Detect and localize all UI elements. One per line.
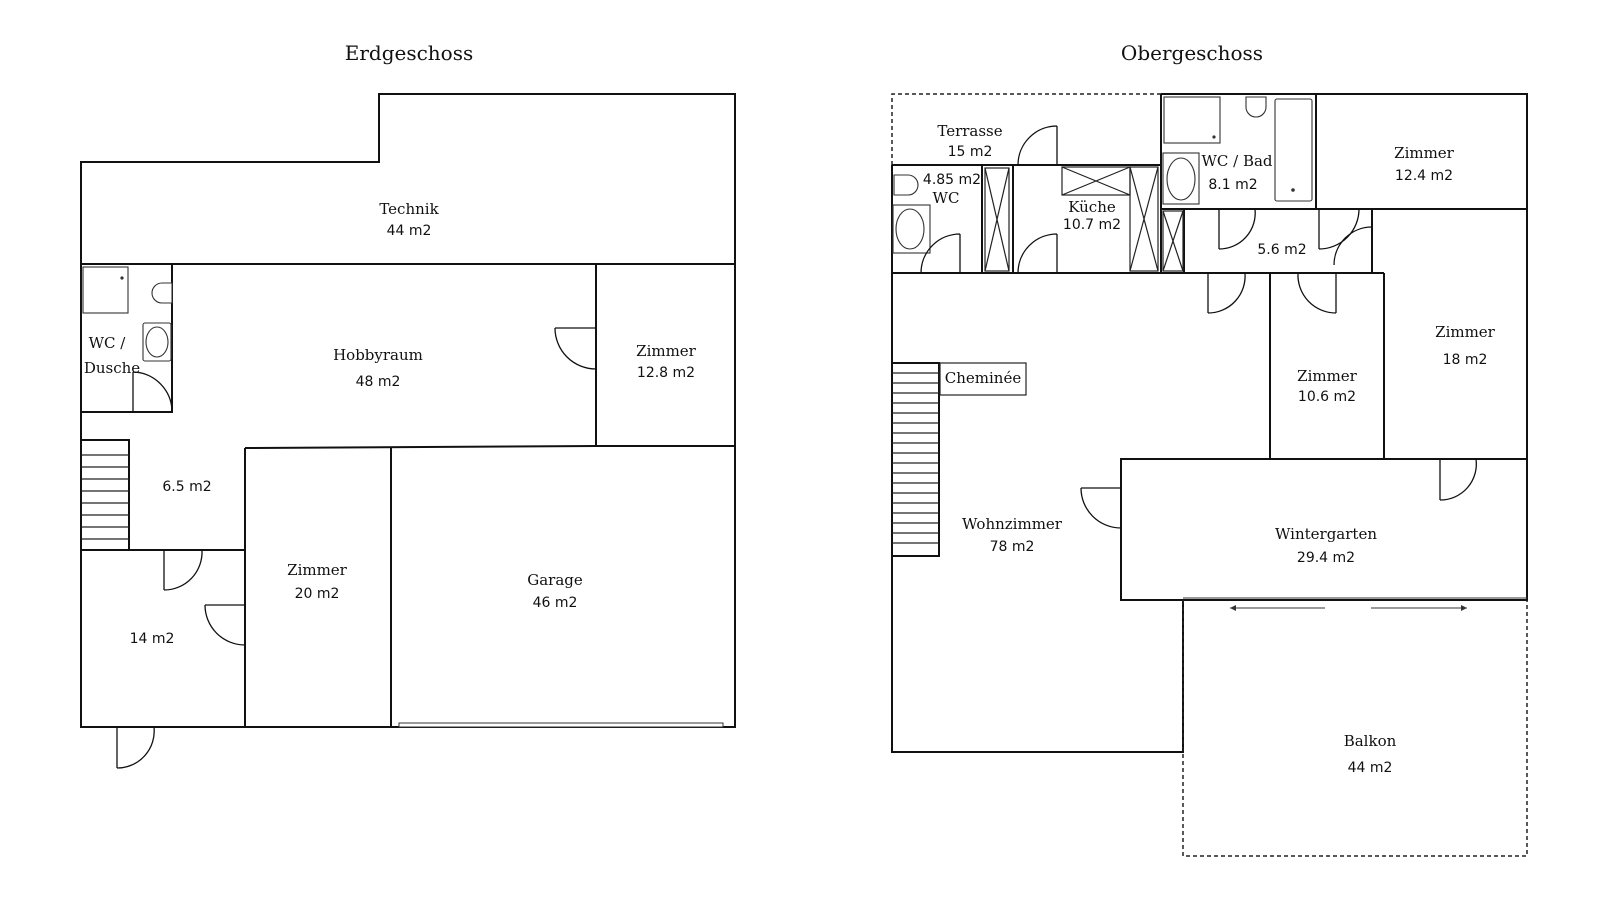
upper-floor-title: Obergeschoss [1121, 41, 1263, 65]
room-area-kueche: 10.7 m2 [1063, 217, 1121, 233]
door-raum-14-top [163, 549, 203, 591]
shower-drain-upper [1212, 135, 1216, 139]
shower-tray [82, 266, 129, 314]
room-name-wc-dusche-2: Dusche [84, 359, 140, 377]
room-name-zimmer-12-4: Zimmer [1394, 144, 1455, 162]
room-name-zimmer-12-8: Zimmer [636, 342, 697, 360]
toilet-icon-upper [1245, 96, 1267, 118]
upper-stairs-steps [892, 372, 939, 544]
stairs-outline [81, 439, 130, 550]
door-wc-bad [1218, 208, 1256, 250]
room-name-wc: WC [933, 189, 960, 207]
room-area-zimmer-18: 18 m2 [1443, 352, 1488, 368]
room-name-wc-bad: WC / Bad [1201, 152, 1272, 170]
cupboards [984, 166, 1184, 272]
terrasse-outline [891, 93, 1162, 165]
room-name-terrasse: Terrasse [937, 122, 1002, 140]
room-name-cheminee: Cheminée [945, 369, 1022, 387]
ground-floor-title: Erdgeschoss [345, 41, 474, 65]
sink-upper-basin [1166, 157, 1196, 201]
shower-drain [120, 276, 124, 280]
room-name-zimmer-20: Zimmer [287, 561, 348, 579]
room-area-wohnzimmer: 78 m2 [990, 539, 1035, 555]
ground-outer-wall [80, 93, 736, 728]
room-area-zimmer-12-8: 12.8 m2 [637, 365, 695, 381]
room-area-technik: 44 m2 [387, 223, 432, 239]
door-kueche [1017, 233, 1058, 274]
room-area-balkon: 44 m2 [1348, 760, 1393, 776]
door-zimmer-12-4 [1318, 208, 1360, 250]
room-area-wc: 4.85 m2 [923, 172, 981, 188]
toilet-icon [151, 282, 173, 304]
stairs [81, 454, 129, 540]
door-terrasse [1017, 125, 1058, 166]
room-area-terrasse: 15 m2 [948, 144, 993, 160]
sliding-door-balkon [1183, 597, 1527, 611]
toilet-icon-wc [893, 174, 919, 196]
door-wohnzimmer [1207, 272, 1246, 314]
room-area-hobbyraum: 48 m2 [356, 374, 401, 390]
room-name-zimmer-18: Zimmer [1435, 323, 1496, 341]
room-name-kueche: Küche [1068, 198, 1116, 216]
door-zimmer-10-6 [1297, 272, 1337, 314]
sink-wc-basin [895, 208, 925, 250]
bathtub-icon [1274, 98, 1313, 202]
cheminee-box [939, 362, 1027, 396]
room-area-wintergarten: 29.4 m2 [1297, 550, 1355, 566]
door-entrance [116, 726, 155, 769]
room-area-corridor: 5.6 m2 [1257, 242, 1306, 258]
room-area-garage: 46 m2 [533, 595, 578, 611]
room-area-zimmer-12-4: 12.4 m2 [1395, 168, 1453, 184]
upper-outer-wall-right [1161, 93, 1528, 600]
balkon-outline [1182, 600, 1528, 857]
room-area-zimmer-20: 20 m2 [295, 586, 340, 602]
room-name-hobbyraum: Hobbyraum [333, 346, 423, 364]
middle-wall [244, 445, 735, 449]
bathtub-drain [1291, 188, 1295, 192]
room-name-technik: Technik [379, 200, 439, 218]
door-zimmer-12-8 [554, 327, 597, 370]
upper-stairs [891, 362, 940, 557]
room-name-wintergarten: Wintergarten [1275, 525, 1377, 543]
upper-floor-plan: Terrasse 15 m2 4.85 m2 WC Küche 10.7 m2 … [891, 93, 1528, 857]
room-area-wc-bad: 8.1 m2 [1208, 177, 1257, 193]
room-area-flur: 6.5 m2 [162, 479, 211, 495]
sink-basin-icon [145, 326, 169, 358]
door-wintergarten-right [1439, 458, 1477, 501]
room-area-zimmer-10-6: 10.6 m2 [1298, 389, 1356, 405]
garage-door [398, 722, 724, 728]
room-name-wc-dusche-1: WC / [89, 334, 127, 352]
door-corridor [1333, 226, 1373, 266]
door-wc-dusche [132, 371, 173, 413]
shower-tray-upper [1163, 96, 1221, 144]
room-name-zimmer-10-6: Zimmer [1297, 367, 1358, 385]
room-name-garage: Garage [527, 571, 583, 589]
ground-floor-plan: Technik 44 m2 WC / Dusche Hobbyraum 48 m… [80, 93, 736, 769]
door-wc [920, 233, 961, 274]
room-area-raum-14: 14 m2 [130, 631, 175, 647]
room-name-balkon: Balkon [1344, 732, 1397, 750]
door-zimmer-20 [204, 604, 246, 646]
door-wintergarten [1080, 487, 1122, 529]
room-name-wohnzimmer: Wohnzimmer [962, 515, 1063, 533]
